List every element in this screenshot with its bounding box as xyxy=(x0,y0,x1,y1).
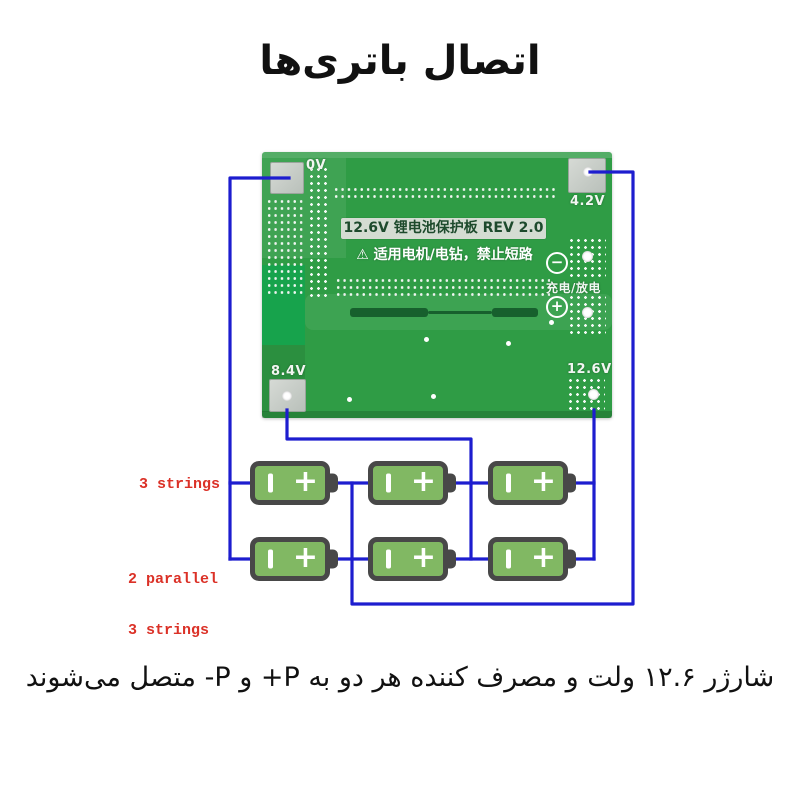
pad-0v xyxy=(270,162,304,194)
battery-cell: + xyxy=(250,461,338,505)
battery-plus-terminal: + xyxy=(292,539,318,575)
battery-cell: + xyxy=(250,537,338,581)
page-title: اتصال باتری‌ها xyxy=(259,38,541,84)
pad-8v4-label: 8.4V xyxy=(271,364,307,379)
silkscreen-title-strip: 12.6V 锂电池保护板 REV 2.0 xyxy=(341,218,546,239)
row2-annotation: 2 parallel 3 strings xyxy=(128,537,218,673)
battery-minus-terminal xyxy=(386,473,391,493)
component-slot-right xyxy=(492,308,538,317)
battery-plus-terminal: + xyxy=(410,463,436,499)
battery-plus-terminal: + xyxy=(530,463,556,499)
warning-line: ⚠ 适用电机/电钻，禁止短路 xyxy=(332,244,557,264)
pad-8v4-hole xyxy=(282,391,292,401)
pad-12v6 xyxy=(567,377,605,411)
component-slot-left xyxy=(350,308,428,317)
via xyxy=(431,394,436,399)
battery-positive-nub xyxy=(329,549,338,569)
battery-positive-nub xyxy=(567,473,576,493)
battery-minus-terminal xyxy=(506,473,511,493)
component-trace xyxy=(428,311,492,314)
holes-left-column-b xyxy=(308,166,328,298)
battery-minus-terminal xyxy=(268,473,273,493)
battery-positive-nub xyxy=(567,549,576,569)
bms-board: 0V 4.2V 12.6V 锂电池保护板 REV 2.0 ⚠ 适用电机/电钻，禁… xyxy=(262,152,612,418)
via xyxy=(506,341,511,346)
pad-12v6-label: 12.6V xyxy=(567,362,612,377)
row2-annotation-line1: 2 parallel xyxy=(128,571,219,588)
holes-bottom-row xyxy=(335,277,550,297)
pad-p-minus-hole xyxy=(582,251,593,262)
pad-4v2-hole xyxy=(583,167,593,177)
battery-plus-terminal: + xyxy=(292,463,318,499)
battery-minus-terminal xyxy=(386,549,391,569)
battery-minus-terminal xyxy=(268,549,273,569)
battery-cell: + xyxy=(488,461,576,505)
battery-plus-terminal: + xyxy=(530,539,556,575)
battery-cell: + xyxy=(368,461,456,505)
via xyxy=(347,397,352,402)
row1-annotation: 3 strings xyxy=(139,476,221,493)
via xyxy=(549,320,554,325)
pad-4v2-label: 4.2V xyxy=(570,194,606,209)
holes-top-row xyxy=(333,186,555,200)
pad-p-plus-hole xyxy=(582,307,593,318)
board-bottom-shadow-edge xyxy=(262,411,612,418)
row2-annotation-line2: 3 strings xyxy=(128,622,210,639)
p-minus-terminal-icon: − xyxy=(546,252,568,274)
holes-left-column xyxy=(266,198,304,298)
battery-minus-terminal xyxy=(506,549,511,569)
bottom-caption: شارژر ۱۲.۶ ولت و مصرف کننده هر دو به P+ … xyxy=(25,662,775,693)
via xyxy=(424,337,429,342)
battery-positive-nub xyxy=(447,473,456,493)
pad-0v-label: 0V xyxy=(306,158,327,173)
board-top-highlight xyxy=(262,152,612,158)
battery-cell: + xyxy=(368,537,456,581)
warning-text: 适用电机/电钻，禁止短路 xyxy=(373,247,533,263)
battery-plus-terminal: + xyxy=(410,539,436,575)
pad-12v6-hole xyxy=(588,389,599,400)
battery-cell: + xyxy=(488,537,576,581)
battery-positive-nub xyxy=(447,549,456,569)
p-plus-terminal-icon: + xyxy=(546,296,568,318)
battery-positive-nub xyxy=(329,473,338,493)
warning-icon: ⚠ xyxy=(356,247,369,263)
